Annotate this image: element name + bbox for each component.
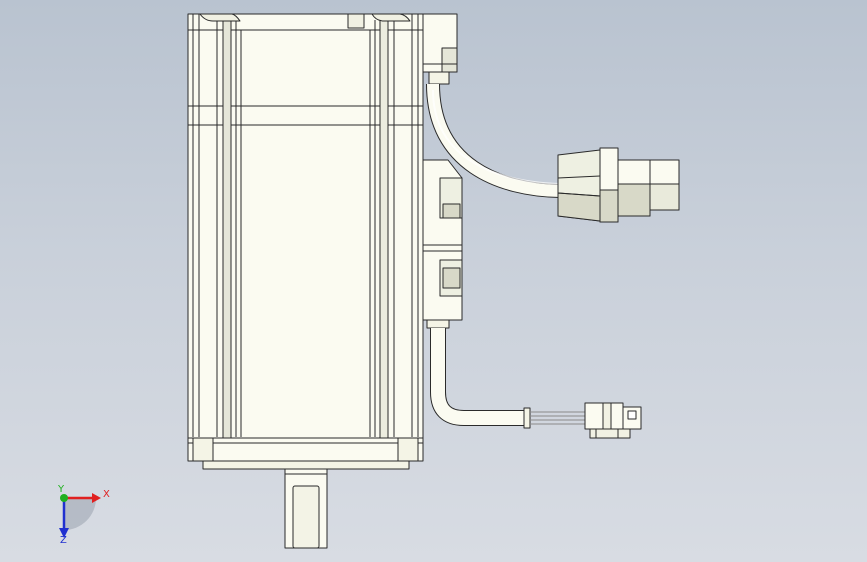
power-plug [584, 402, 642, 439]
y-axis-label: Y [57, 484, 65, 495]
motor-housing [187, 13, 424, 439]
z-axis-label: Z [60, 535, 67, 546]
x-axis-label: X [103, 489, 110, 500]
encoder-cable [426, 83, 561, 198]
motor-shaft [284, 467, 328, 549]
y-axis-dot [60, 494, 68, 502]
power-connector-block [422, 159, 463, 329]
power-cable [430, 328, 585, 429]
encoder-connector-block [422, 13, 458, 85]
encoder-plug [557, 147, 680, 223]
front-flange [187, 436, 424, 470]
coordinate-triad: X Y Z [57, 484, 110, 546]
